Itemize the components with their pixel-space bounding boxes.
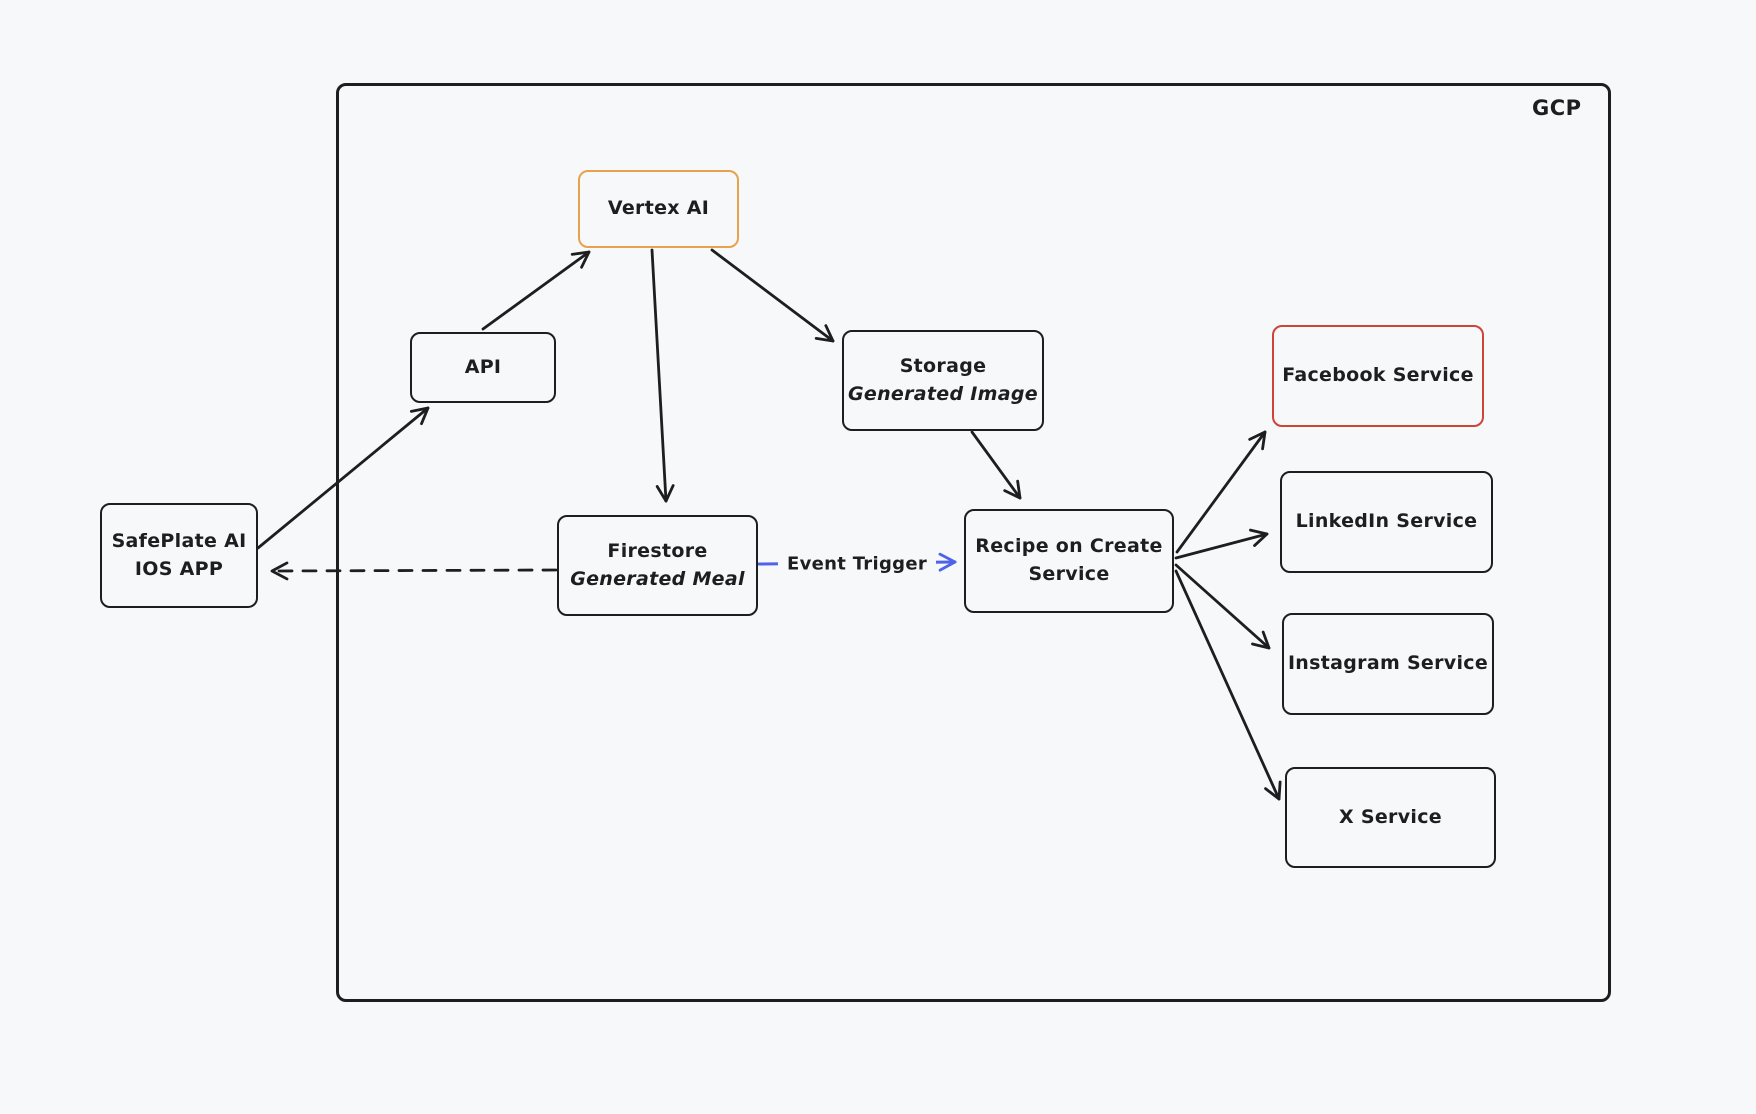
edge-recipe-to-linkedin: [1174, 528, 1269, 560]
node-recipe-on-create-service[interactable]: Recipe on Create Service: [964, 509, 1174, 613]
node-firestore-generated-meal[interactable]: Firestore Generated Meal: [557, 515, 758, 616]
node-label: API: [464, 355, 502, 378]
node-vertex-ai[interactable]: Vertex AI: [578, 170, 739, 248]
node-sublabel: Generated Meal: [570, 567, 745, 590]
edge-recipe-to-xservice: [1174, 569, 1282, 801]
node-facebook-service[interactable]: Facebook Service: [1272, 325, 1484, 427]
node-label: SafePlate AI: [111, 529, 247, 552]
node-label: Facebook Service: [1282, 364, 1474, 387]
node-label: Service: [1028, 563, 1110, 585]
node-sublabel: Generated Image: [848, 382, 1038, 405]
node-label: IOS APP: [134, 557, 224, 580]
node-label: Vertex AI: [607, 197, 710, 220]
node-instagram-service[interactable]: Instagram Service: [1282, 613, 1494, 715]
node-api[interactable]: API: [410, 332, 556, 403]
edge-safeplate-to-api: [256, 406, 430, 550]
node-storage-generated-image[interactable]: Storage Generated Image: [842, 330, 1044, 431]
edge-recipe-to-facebook: [1175, 430, 1267, 554]
node-label: Firestore: [607, 539, 708, 562]
gcp-frame-label: GCP: [1532, 96, 1582, 120]
edge-api-to-vertex: [481, 250, 591, 331]
edge-vertex-to-storage: [710, 248, 835, 343]
node-linkedin-service[interactable]: LinkedIn Service: [1280, 471, 1493, 573]
node-label: Recipe on Create: [975, 535, 1163, 558]
edge-firestore-to-safeplate: [270, 561, 558, 581]
node-label: X Service: [1339, 805, 1442, 828]
edge-recipe-to-instagram: [1174, 563, 1271, 650]
node-x-service[interactable]: X Service: [1285, 767, 1496, 868]
node-label: LinkedIn Service: [1295, 510, 1478, 533]
node-label: Storage: [899, 354, 987, 377]
node-safeplate-ios-app[interactable]: SafePlate AI IOS APP: [100, 503, 258, 608]
edge-vertex-to-firestore: [650, 248, 675, 503]
edge-label-event-trigger: Event Trigger: [777, 551, 937, 577]
gcp-frame[interactable]: [336, 83, 1611, 1002]
node-label: Instagram Service: [1287, 652, 1489, 675]
edge-storage-to-recipe: [970, 430, 1022, 500]
